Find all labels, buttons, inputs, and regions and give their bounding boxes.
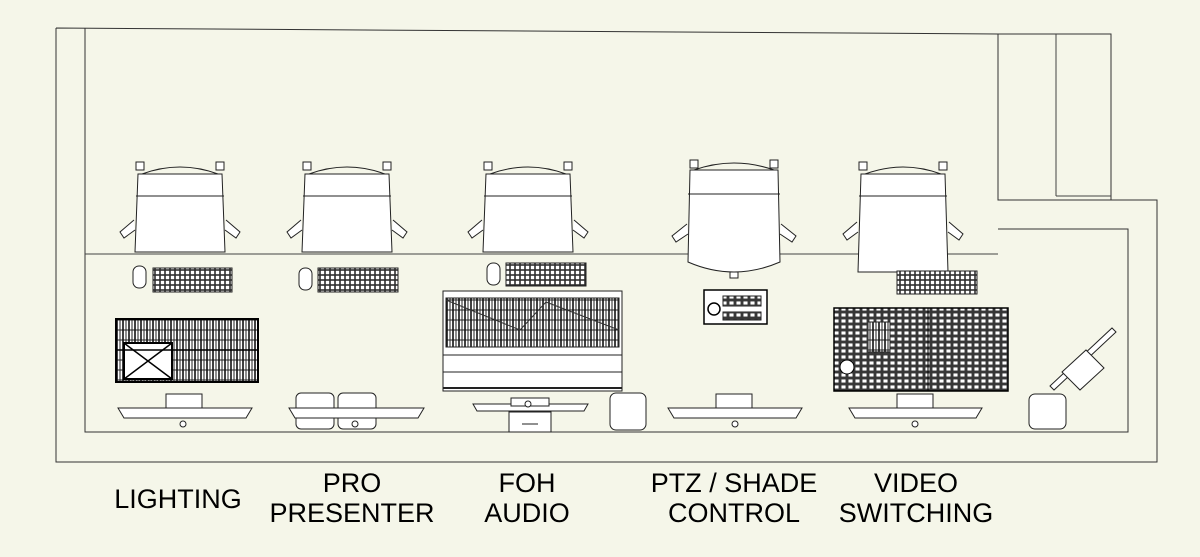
chair-foh-audio	[467, 161, 589, 253]
door-alcove	[998, 33, 1112, 200]
keyboard-pro-presenter	[298, 267, 399, 293]
monitor-pro-presenter	[288, 407, 425, 428]
label-ptz-shade-control: PTZ / SHADE CONTROL	[650, 468, 818, 528]
audio-console	[442, 290, 623, 392]
chair-video-switching	[842, 161, 964, 273]
foh-drawer	[508, 411, 552, 433]
label-foh-audio: FOH AUDIO	[484, 468, 570, 528]
monitor-foh-audio	[472, 397, 589, 412]
monitor-video-switching	[848, 393, 983, 428]
monitor-lighting	[117, 393, 253, 428]
label-lighting: LIGHTING	[114, 484, 242, 514]
video-switcher	[833, 307, 1009, 392]
ptz-controller	[703, 289, 768, 325]
label-pro-presenter: PRO PRESENTER	[269, 468, 435, 528]
keyboard-video-switching	[896, 270, 978, 295]
chair-pro-presenter	[286, 161, 408, 253]
keyboard-lighting	[132, 265, 233, 293]
lighting-console	[115, 318, 259, 383]
keyboard-foh-audio	[486, 262, 587, 287]
chair-ptz-shade	[671, 159, 797, 279]
label-video-switching: VIDEO SWITCHING	[838, 468, 994, 528]
monitor-ptz-shade	[667, 393, 803, 428]
chair-lighting	[119, 161, 241, 253]
foh-side-box	[609, 392, 647, 431]
corner-chair	[1028, 327, 1117, 430]
